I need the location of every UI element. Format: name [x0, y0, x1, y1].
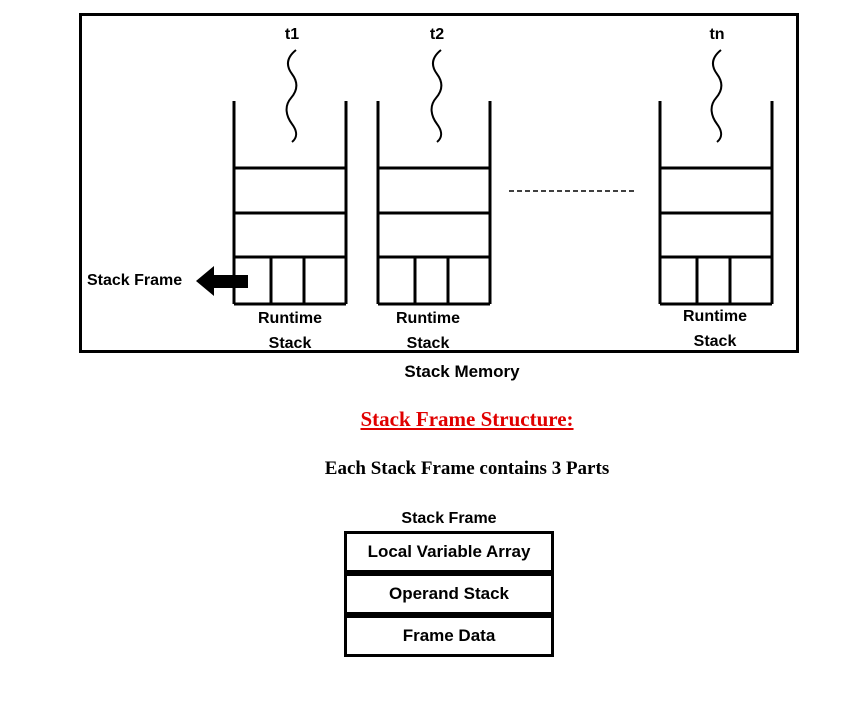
thread-label-tn: tn [709, 26, 725, 43]
thread-label-t2: t2 [429, 26, 445, 43]
structure-subtitle: Each Stack Frame contains 3 Parts [324, 458, 610, 479]
stack-memory-label: Stack Memory [404, 362, 520, 381]
runtime-stack-label-n: Runtime Stack [665, 304, 765, 354]
runtime-stack-label-n-line2: Stack [693, 333, 737, 350]
thread-label-t1: t1 [284, 26, 300, 43]
thread-t2-line [430, 49, 443, 143]
frame-part-operand-stack: Operand Stack [344, 573, 554, 615]
runtime-stack-label-2: Runtime Stack [378, 306, 478, 356]
runtime-stack-label-1: Runtime Stack [240, 306, 340, 356]
structure-title: Stack Frame Structure: [360, 407, 574, 431]
stack-memory-box [79, 13, 799, 353]
runtime-stack-label-1-line1: Runtime [258, 310, 322, 327]
runtime-stack-1 [232, 101, 348, 306]
runtime-stack-n [658, 101, 774, 306]
thread-tn-line [710, 49, 723, 143]
frame-box-title: Stack Frame [401, 510, 497, 527]
thread-t1-line [285, 49, 298, 143]
runtime-stack-label-n-line1: Runtime [683, 308, 747, 325]
stack-frame-label: Stack Frame [87, 272, 183, 289]
runtime-stack-label-2-line1: Runtime [396, 310, 460, 327]
runtime-stack-label-1-line2: Stack [268, 335, 312, 352]
frame-part-frame-data: Frame Data [344, 615, 554, 657]
stack-frame-arrow [196, 266, 248, 296]
frame-part-local-variable-array: Local Variable Array [344, 531, 554, 573]
runtime-stack-label-2-line2: Stack [406, 335, 450, 352]
runtime-stack-2 [376, 101, 492, 306]
